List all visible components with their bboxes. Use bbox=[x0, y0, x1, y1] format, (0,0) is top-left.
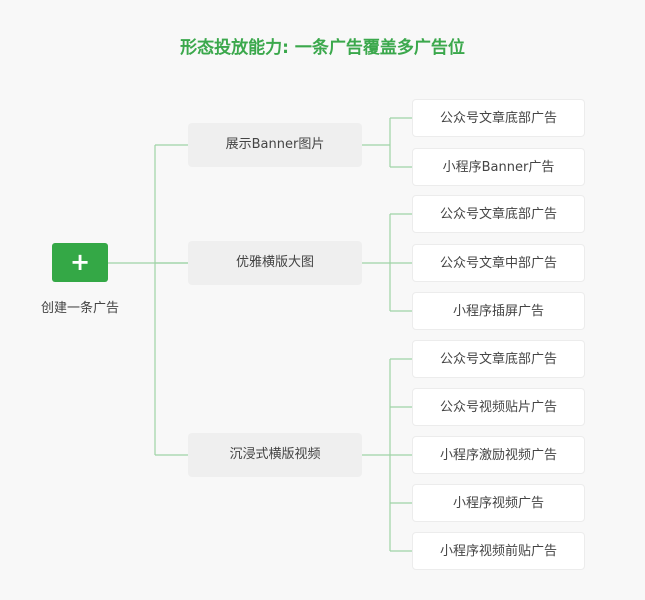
ad-slot-node: 公众号视频贴片广告 bbox=[412, 388, 585, 426]
ad-slot-node: 公众号文章底部广告 bbox=[412, 195, 585, 233]
branch-node: 展示Banner图片 bbox=[188, 123, 362, 167]
create-ad-label: 创建一条广告 bbox=[40, 301, 119, 316]
create-ad-button[interactable]: + bbox=[52, 243, 108, 282]
ad-slot-node: 小程序激励视频广告 bbox=[412, 436, 585, 474]
ad-slot-node: 小程序视频前贴广告 bbox=[412, 532, 585, 570]
ad-slot-node: 小程序视频广告 bbox=[412, 484, 585, 522]
ad-slot-node: 小程序Banner广告 bbox=[412, 148, 585, 186]
diagram-title: 形态投放能力: 一条广告覆盖多广告位 bbox=[180, 38, 465, 58]
ad-slot-node: 小程序插屏广告 bbox=[412, 292, 585, 330]
branch-node: 沉浸式横版视频 bbox=[188, 433, 362, 477]
ad-slot-node: 公众号文章中部广告 bbox=[412, 244, 585, 282]
ad-slot-node: 公众号文章底部广告 bbox=[412, 99, 585, 137]
ad-slot-node: 公众号文章底部广告 bbox=[412, 340, 585, 378]
plus-icon: + bbox=[69, 248, 91, 276]
branch-node: 优雅横版大图 bbox=[188, 241, 362, 285]
